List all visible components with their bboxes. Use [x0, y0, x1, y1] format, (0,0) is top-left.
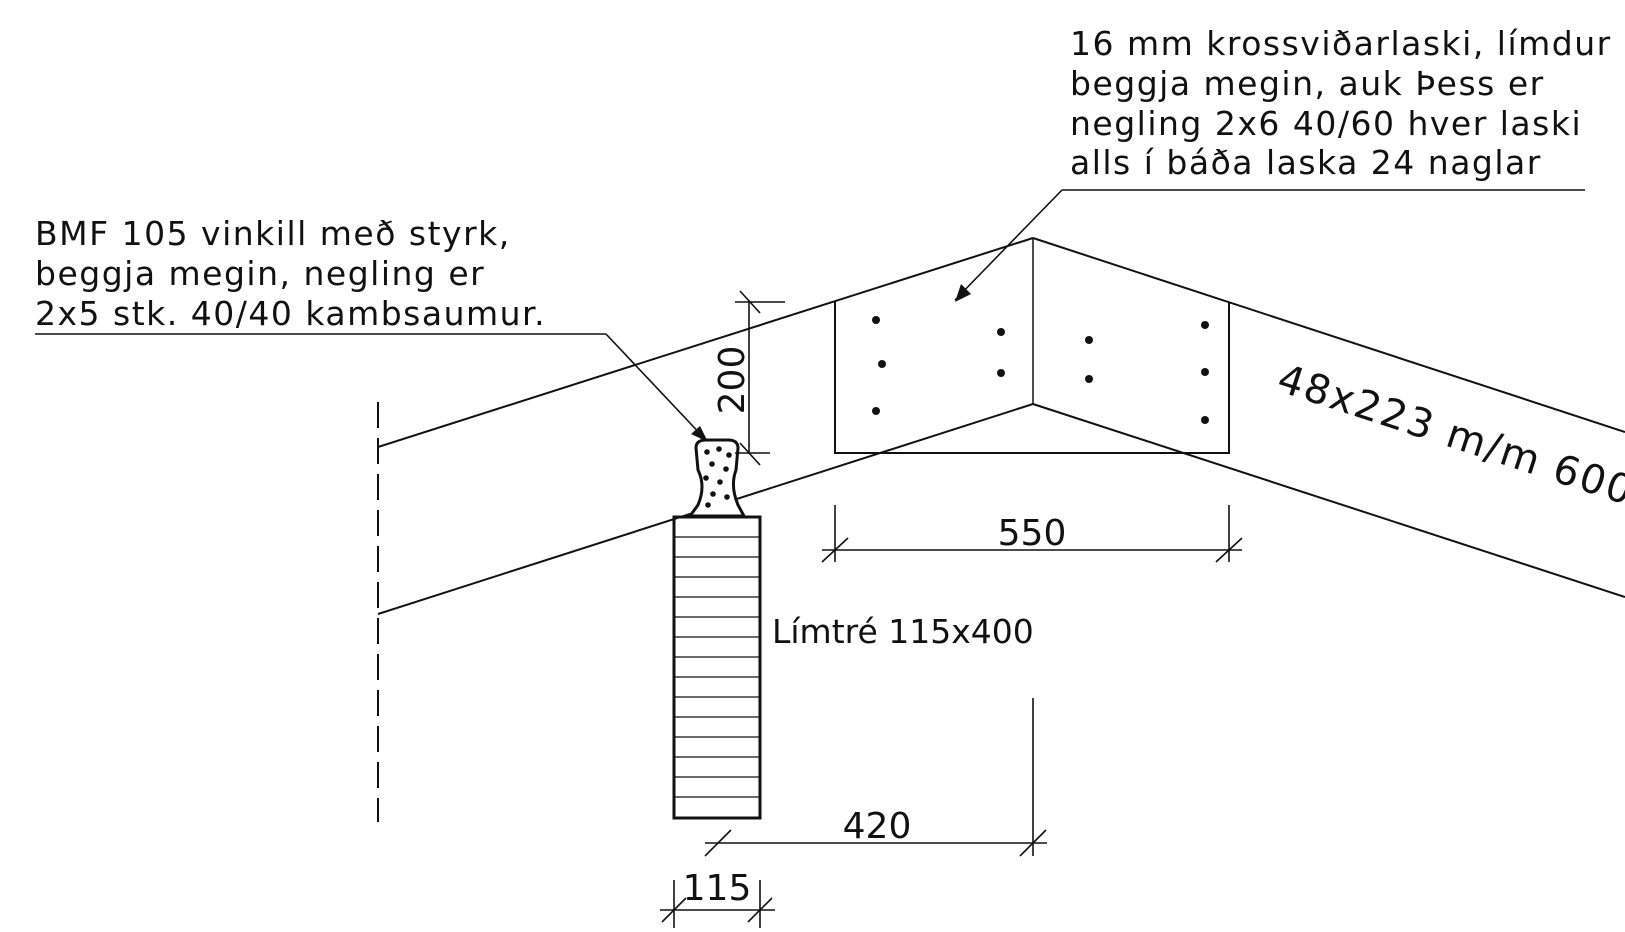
dim-420-label: 420 [843, 806, 912, 847]
note-gusset-line: 16 mm krossviðarlaski, límdur [1070, 24, 1612, 63]
leader-gusset [954, 189, 1585, 302]
dim-200-label: 200 [712, 346, 753, 415]
dim-550-label: 550 [998, 513, 1067, 554]
dim-550 [821, 505, 1243, 563]
note-gusset-line: beggja megin, auk Þess er [1070, 64, 1545, 103]
bmf-bracket [687, 438, 747, 518]
dim-115 [660, 880, 775, 928]
note-gusset-line: alls í báða laska 24 naglar [1070, 143, 1542, 182]
note-bracket-line: BMF 105 vinkill með styrk, [35, 214, 511, 253]
note-bracket-line: beggja megin, negling er [35, 254, 485, 293]
gusset-nails [872, 316, 1209, 424]
beam-label: Límtré 115x400 [772, 612, 1034, 651]
plywood-gusset [834, 238, 1230, 454]
note-bracket-line: 2x5 stk. 40/40 kambsaumur. [35, 294, 546, 333]
dim-115-label: 115 [683, 868, 752, 909]
glulam-beam [672, 515, 762, 820]
note-gusset: 16 mm krossviðarlaski, límdur beggja meg… [1070, 24, 1612, 182]
glulam-laminations [674, 536, 760, 798]
rafter-label: 48x223 m/m 600 [1272, 356, 1625, 515]
dim-420 [704, 698, 1047, 857]
dim-200 [735, 290, 785, 466]
note-gusset-line: negling 2x6 40/60 hver laski [1070, 104, 1582, 143]
leader-bracket [35, 333, 708, 442]
note-bracket: BMF 105 vinkill með styrk, beggja megin,… [35, 214, 546, 333]
rafter-right [1032, 237, 1625, 598]
